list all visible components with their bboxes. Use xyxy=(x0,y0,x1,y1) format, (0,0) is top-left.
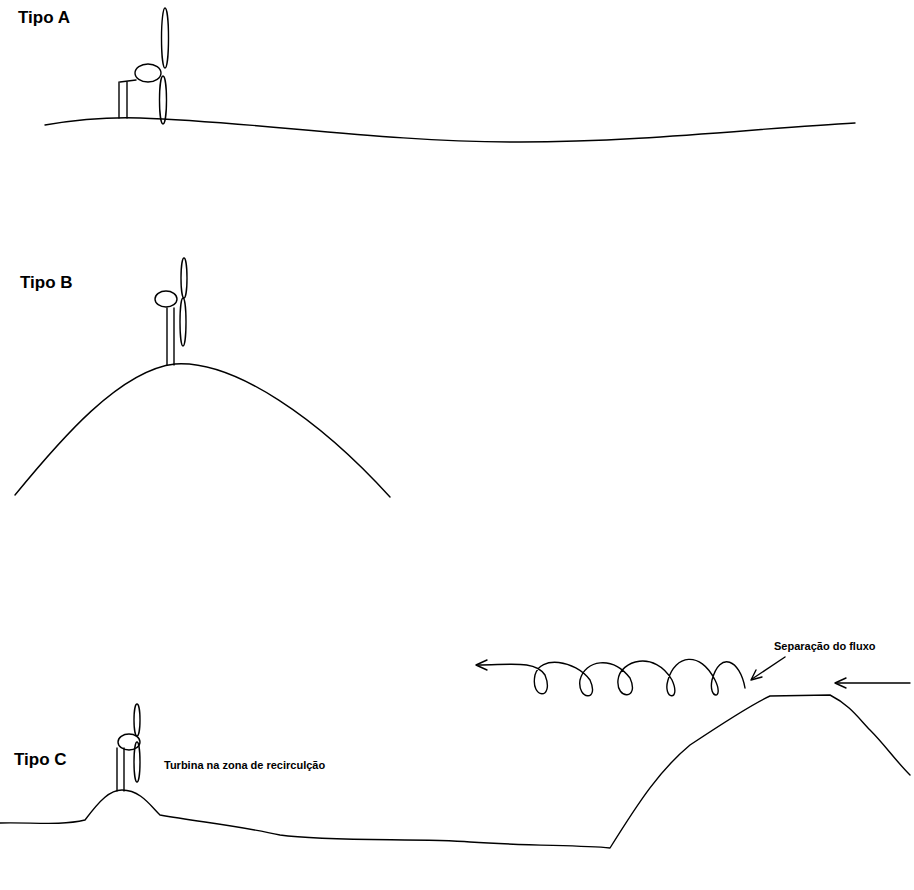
arrow-head xyxy=(476,660,487,670)
text-label: Tipo A xyxy=(18,8,70,28)
text-label: Tipo C xyxy=(14,750,67,770)
hill-terrain xyxy=(15,364,390,497)
arrow-head xyxy=(835,678,846,688)
wind-turbine xyxy=(119,8,169,124)
arrow-head xyxy=(751,670,762,680)
recirculation-vortex xyxy=(478,659,745,695)
flat-terrain xyxy=(45,118,855,142)
leader-arrow xyxy=(752,657,785,679)
text-label: Separação do fluxo xyxy=(774,640,875,653)
wind-arrow xyxy=(836,682,910,683)
mountain-terrain xyxy=(0,695,910,848)
wind-turbine xyxy=(117,704,140,791)
text-label: Turbina na zona de recirculção xyxy=(164,759,325,772)
text-label: Tipo B xyxy=(20,273,73,293)
wind-turbine xyxy=(155,258,187,365)
